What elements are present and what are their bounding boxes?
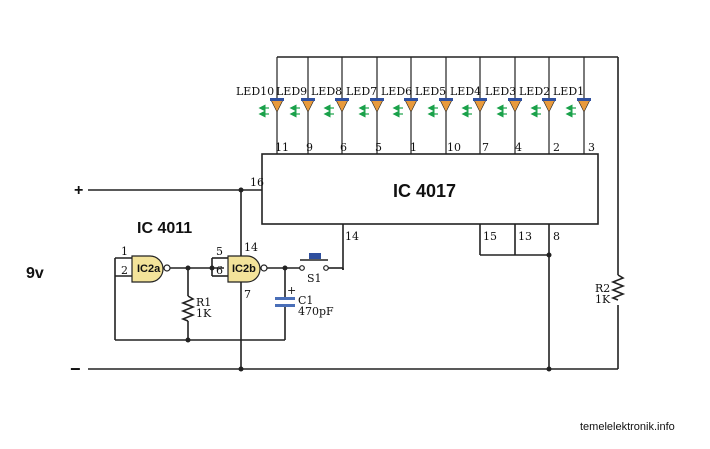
pin-5-gate-label: 5 bbox=[216, 245, 223, 258]
led4-label: LED4 bbox=[450, 85, 481, 98]
r2-name: R2 bbox=[595, 282, 610, 295]
c1-polarity: + bbox=[287, 284, 296, 297]
pin-11-label: 11 bbox=[275, 141, 289, 154]
led-2: LED2 2 bbox=[519, 57, 560, 154]
led-4: LED4 7 bbox=[450, 57, 489, 154]
pin-6-gate-label: 6 bbox=[216, 264, 223, 277]
led9-label: LED9 bbox=[276, 85, 307, 98]
plus-sign: + bbox=[74, 182, 83, 199]
led8-label: LED8 bbox=[311, 85, 342, 98]
led-6: LED6 1 bbox=[381, 57, 418, 154]
led-9: LED9 9 bbox=[276, 57, 315, 154]
pin-14-label: 14 bbox=[345, 230, 359, 243]
c1-plate-bottom bbox=[275, 304, 295, 307]
c1-plate-top bbox=[275, 297, 295, 300]
led-8: LED8 6 bbox=[311, 57, 349, 154]
gate-ic2a bbox=[131, 255, 164, 283]
led-1: LED1 3 bbox=[553, 57, 595, 154]
pin-3-label: 3 bbox=[588, 141, 595, 154]
gate-ic2b-label: IC2b bbox=[232, 263, 256, 275]
voltage-label: 9v bbox=[26, 265, 44, 282]
pin-14-gate-label: 14 bbox=[244, 241, 258, 254]
ic-4017-body bbox=[261, 153, 599, 225]
pin-8-label: 8 bbox=[553, 230, 560, 243]
led3-label: LED3 bbox=[485, 85, 516, 98]
r1-name: R1 bbox=[196, 296, 211, 309]
s1-name: S1 bbox=[307, 272, 322, 285]
led1-label: LED1 bbox=[553, 85, 584, 98]
ic-4017-label: IC 4017 bbox=[393, 181, 456, 201]
led2-label: LED2 bbox=[519, 85, 550, 98]
led-5: LED5 10 bbox=[415, 57, 461, 154]
led10-label: LED10 bbox=[236, 85, 274, 98]
pin-7-gate-label: 7 bbox=[244, 288, 251, 301]
r2-value: 1K bbox=[595, 293, 611, 306]
led6-label: LED6 bbox=[381, 85, 412, 98]
pin-13-label: 13 bbox=[518, 230, 532, 243]
pin-1-gate-label: 1 bbox=[121, 245, 128, 258]
pin-2-gate-label: 2 bbox=[121, 264, 128, 277]
led-10: LED10 11 bbox=[236, 57, 289, 154]
gate-ic2b bbox=[227, 255, 261, 283]
pin-16-label: 16 bbox=[250, 176, 264, 189]
pin-7-label: 7 bbox=[482, 141, 489, 154]
ic-4011-label: IC 4011 bbox=[137, 220, 192, 237]
led-7: LED7 5 bbox=[346, 57, 384, 154]
led5-label: LED5 bbox=[415, 85, 446, 98]
pin-1-label: 1 bbox=[410, 141, 417, 154]
pin-10-label: 10 bbox=[447, 141, 461, 154]
pin-9-label: 9 bbox=[306, 141, 313, 154]
r2-resistor bbox=[610, 274, 626, 301]
r1-resistor bbox=[180, 295, 196, 322]
credit-text: temelelektronik.info bbox=[580, 421, 675, 433]
pin-2-label: 2 bbox=[553, 141, 560, 154]
pin-5-label: 5 bbox=[375, 141, 382, 154]
c1-name: C1 bbox=[298, 294, 313, 307]
r1-value: 1K bbox=[196, 307, 212, 320]
minus-sign: − bbox=[70, 359, 81, 379]
led-array: LED10 11 LED9 9 LED8 6 LED7 5 LED6 1 LED… bbox=[236, 57, 595, 154]
s1-button[interactable] bbox=[309, 253, 321, 259]
led-3: LED3 4 bbox=[485, 57, 522, 154]
pin-15-label: 15 bbox=[483, 230, 497, 243]
led7-label: LED7 bbox=[346, 85, 377, 98]
c1-value: 470pF bbox=[298, 305, 334, 318]
pin-4-label: 4 bbox=[515, 141, 522, 154]
gate-ic2a-label: IC2a bbox=[137, 263, 161, 275]
pin-6-label: 6 bbox=[340, 141, 347, 154]
